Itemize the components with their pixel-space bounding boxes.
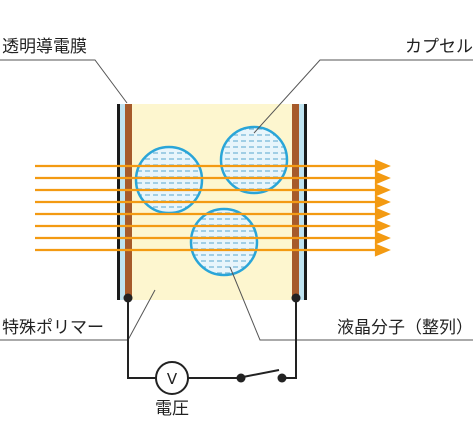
label-electrode: 透明導電膜 <box>2 37 87 57</box>
label-liquid-crystal: 液晶分子（整列） <box>337 318 473 338</box>
capsule-1 <box>134 145 204 215</box>
circuit <box>127 298 297 379</box>
light-rays <box>35 159 391 257</box>
label-voltage: 電圧 <box>155 399 189 419</box>
voltmeter-icon: V <box>155 361 189 395</box>
left-terminal <box>123 293 133 303</box>
capsule-2 <box>219 125 289 195</box>
switch-contact-right <box>277 373 287 383</box>
capsule-3 <box>189 207 259 277</box>
svg-text:V: V <box>167 370 178 388</box>
label-polymer: 特殊ポリマー <box>2 318 104 338</box>
switch-contact-left <box>236 373 246 383</box>
label-capsule: カプセル <box>405 37 473 57</box>
right-terminal <box>291 293 301 303</box>
